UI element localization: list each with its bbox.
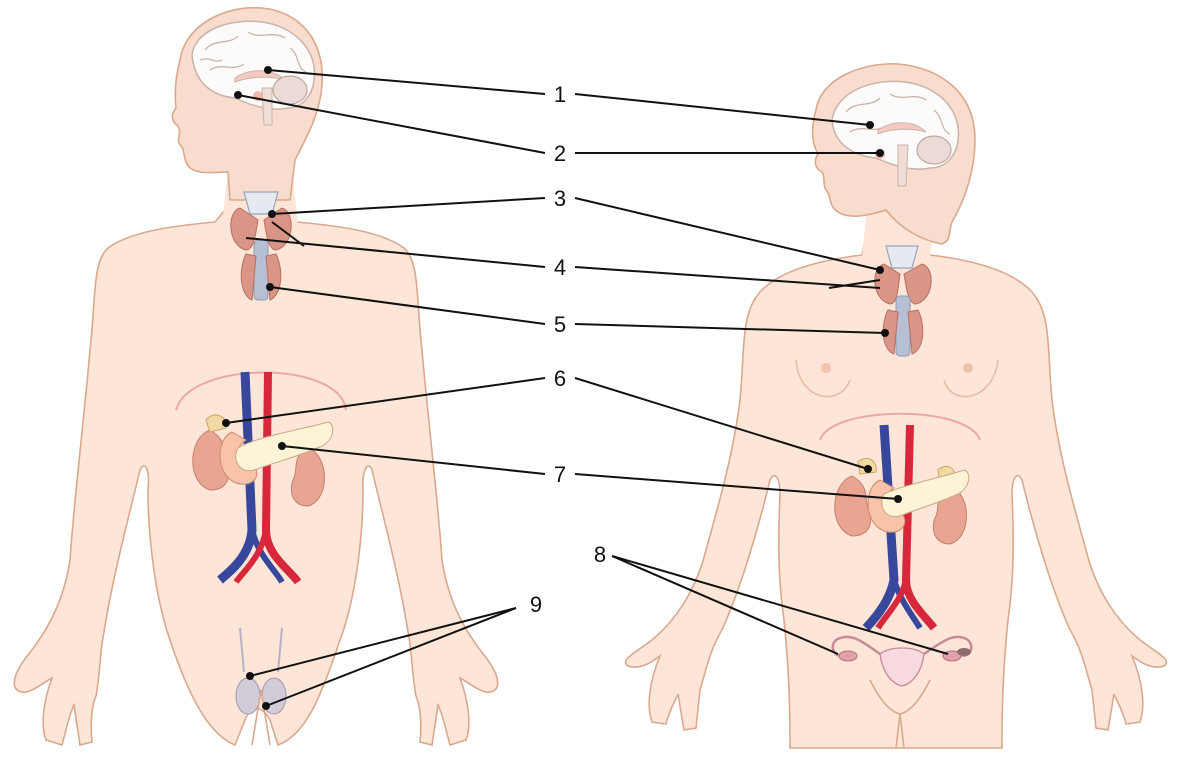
label-9: 9 <box>530 592 542 617</box>
label-6: 6 <box>554 366 566 391</box>
label-2: 2 <box>554 141 566 166</box>
label-1: 1 <box>554 82 566 107</box>
female-body <box>625 64 1166 748</box>
label-7: 7 <box>554 462 566 487</box>
label-3: 3 <box>554 186 566 211</box>
label-4: 4 <box>554 255 566 280</box>
number-labels: 1 2 3 4 5 6 7 8 9 <box>530 82 606 617</box>
label-5: 5 <box>554 312 566 337</box>
male-body <box>14 8 497 745</box>
label-8: 8 <box>594 542 606 567</box>
